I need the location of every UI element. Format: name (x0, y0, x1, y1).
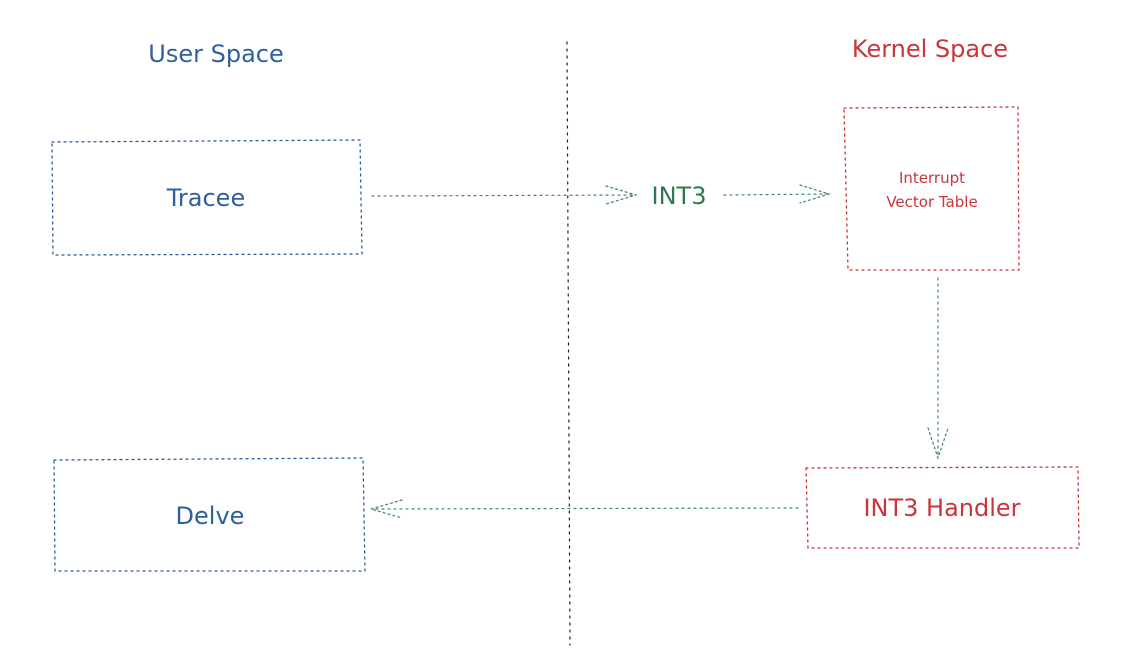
user-kernel-divider (566, 41, 571, 646)
edge-ivt-to-int3-handler-arrowhead (927, 427, 949, 460)
int3-handler-node: INT3 Handler (805, 466, 1080, 549)
edge-int3-handler-to-delve-line (371, 507, 799, 510)
int3-handler-label: INT3 Handler (863, 494, 1020, 522)
tracee-node: Tracee (51, 139, 363, 256)
user-space-title: User Space (148, 40, 283, 68)
interrupt-vector-table-box (843, 106, 1020, 271)
tracee-box (51, 139, 363, 256)
edge-tracee-to-int3-arrowhead (605, 185, 639, 205)
edge-int3-to-ivt (723, 184, 832, 204)
tracee-label: Tracee (166, 184, 245, 212)
interrupt-vector-table-node: Interrupt Vector Table (843, 106, 1020, 271)
edge-tracee-to-int3 (371, 185, 639, 205)
edge-tracee-to-int3-line (371, 194, 635, 197)
edge-ivt-to-int3-handler (927, 277, 949, 460)
int3-edge-label: INT3 (652, 182, 707, 210)
delve-box (53, 457, 366, 572)
interrupt-vector-table-label-line1: Interrupt (899, 169, 965, 187)
edge-int3-to-ivt-arrowhead (799, 184, 832, 204)
kernel-space-title: Kernel Space (852, 35, 1008, 63)
edge-int3-to-ivt-line (723, 193, 829, 196)
delve-label: Delve (176, 502, 245, 530)
int3-handler-box (805, 466, 1080, 549)
edge-int3-handler-to-delve (368, 499, 799, 519)
delve-node: Delve (53, 457, 366, 572)
edge-int3-handler-to-delve-arrowhead (368, 499, 403, 519)
interrupt-vector-table-label-line2: Vector Table (886, 193, 977, 211)
